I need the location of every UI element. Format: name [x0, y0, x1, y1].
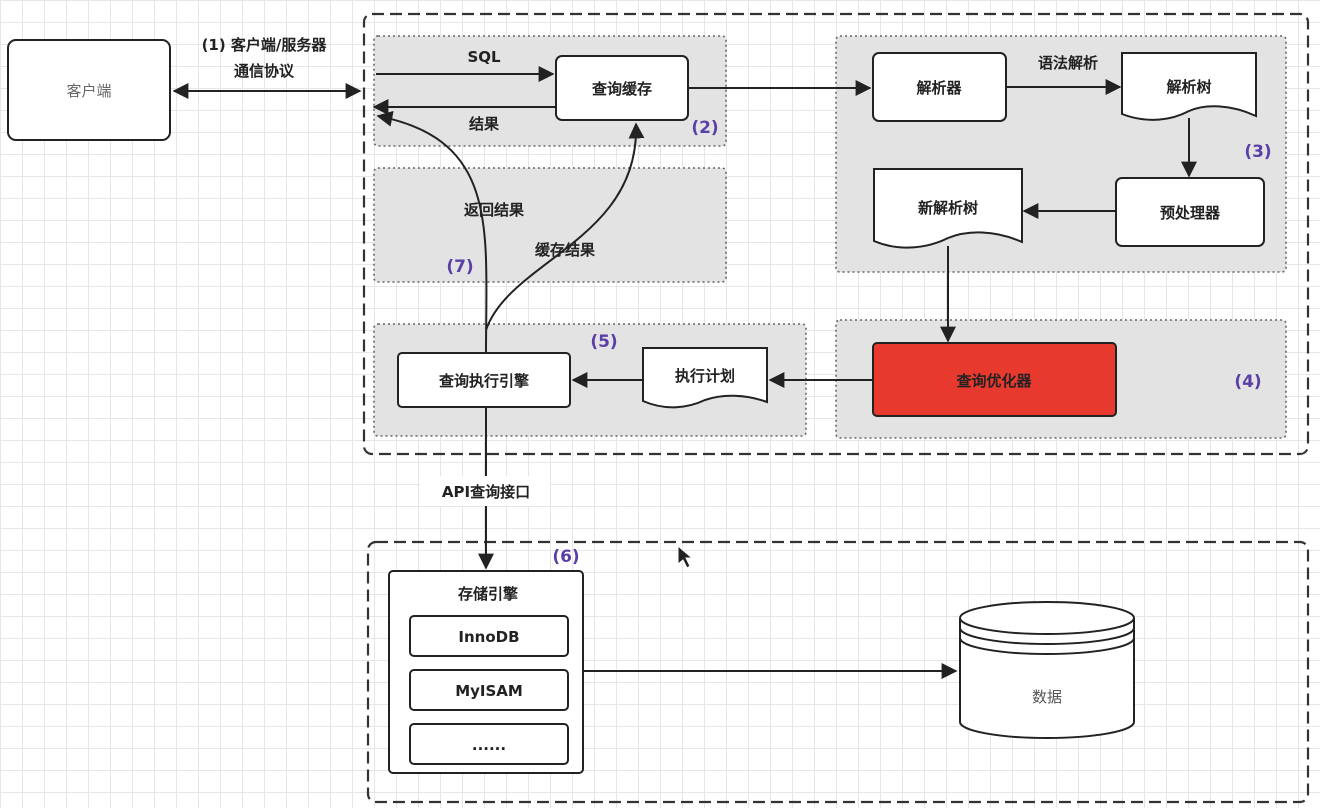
preprocessor-label: 预处理器 [1160, 204, 1221, 222]
parse-tree-label: 解析树 [1166, 78, 1211, 96]
api-label: API查询接口 [442, 483, 530, 501]
cache-result-label: 缓存结果 [535, 241, 596, 259]
storage-container [366, 540, 1310, 804]
return-result-label: 返回结果 [464, 201, 525, 219]
engine-myisam-label: MyISAM [455, 682, 523, 700]
engine-innodb-box[interactable] [409, 615, 569, 657]
engine-innodb-label: InnoDB [458, 628, 519, 646]
protocol-label-line1: (1) 客户端/服务器 [202, 36, 328, 54]
data-label: 数据 [1032, 688, 1062, 706]
new-parse-tree-doc[interactable] [873, 168, 1023, 249]
parser-label: 解析器 [916, 79, 962, 97]
result-label: 结果 [469, 115, 500, 133]
cache-number: (2) [691, 118, 718, 138]
exec-number: (5) [590, 332, 617, 352]
cache-result-curve [485, 122, 645, 331]
new-parse-tree-label: 新解析树 [918, 199, 978, 217]
storage-number: (6) [552, 547, 579, 567]
execution-engine-box[interactable] [397, 352, 571, 408]
return-number: (7) [446, 257, 473, 277]
parse-tree-doc[interactable] [1121, 52, 1257, 121]
query-cache-label: 查询缓存 [592, 80, 652, 98]
execution-engine-label: 查询执行引擎 [439, 372, 529, 390]
api-label-bg [420, 476, 550, 506]
engine-more-label: ...... [472, 736, 506, 754]
return-result-curve [376, 110, 488, 354]
execution-plan-doc[interactable] [642, 347, 768, 409]
storage-engine-title: 存储引擎 [458, 585, 518, 603]
syntax-label: 语法解析 [1038, 54, 1098, 72]
engine-more-box[interactable] [409, 723, 569, 765]
mouse-cursor-icon [677, 544, 694, 569]
return-group [373, 167, 727, 283]
engine-myisam-box[interactable] [409, 669, 569, 711]
protocol-label-line2: 通信协议 [234, 62, 295, 80]
sql-label: SQL [467, 48, 501, 66]
client-box[interactable] [7, 39, 171, 141]
query-optimizer-label: 查询优化器 [956, 372, 1032, 390]
execution-plan-label: 执行计划 [675, 367, 735, 385]
optimizer-number: (4) [1234, 372, 1261, 392]
parse-number: (3) [1244, 142, 1271, 162]
server-container [362, 12, 1310, 456]
data-cylinder[interactable] [959, 601, 1135, 739]
client-label: 客户端 [66, 82, 111, 100]
